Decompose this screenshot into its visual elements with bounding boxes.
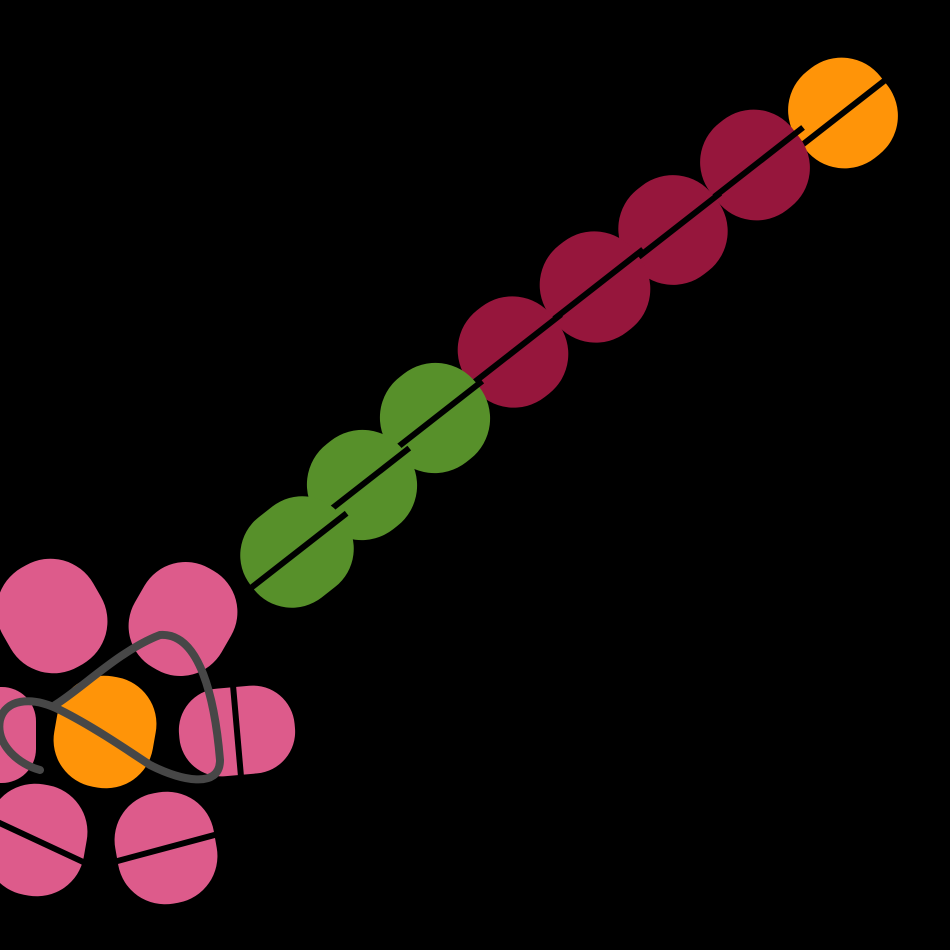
bead-orange-end-divider [793,73,893,153]
thread-loop [0,630,225,784]
bead-green-3 [240,496,354,608]
petal-top-left-body [0,558,108,674]
bead-crimson-1 [700,109,810,221]
bead-crimson-4 [457,296,569,408]
petal-top-right [128,562,238,676]
bead-green-1 [379,362,491,474]
petal-bottom-right [105,791,227,905]
bead-crimson-3 [539,231,651,343]
bead-orange-end [788,57,898,169]
bead-crimson-2-divider [623,190,723,270]
petal-top-left [0,558,108,674]
petal-right-divider [228,666,246,796]
bead-crimson-3-divider [545,247,645,327]
petal-top-right-body [128,562,238,676]
bead-crimson-1-divider [705,125,805,205]
bead-green-1-divider [385,378,485,458]
bead-crimson-2 [618,175,728,285]
bead-crimson-4-divider [463,312,563,392]
petal-bottom-left-divider [0,811,94,869]
petal-bottom-right-divider [105,829,227,867]
petal-right [178,666,296,796]
bead-green-3-divider [245,510,349,594]
petal-bottom-left [0,783,94,897]
bead-strand [240,57,898,608]
bead-flower [0,558,296,905]
